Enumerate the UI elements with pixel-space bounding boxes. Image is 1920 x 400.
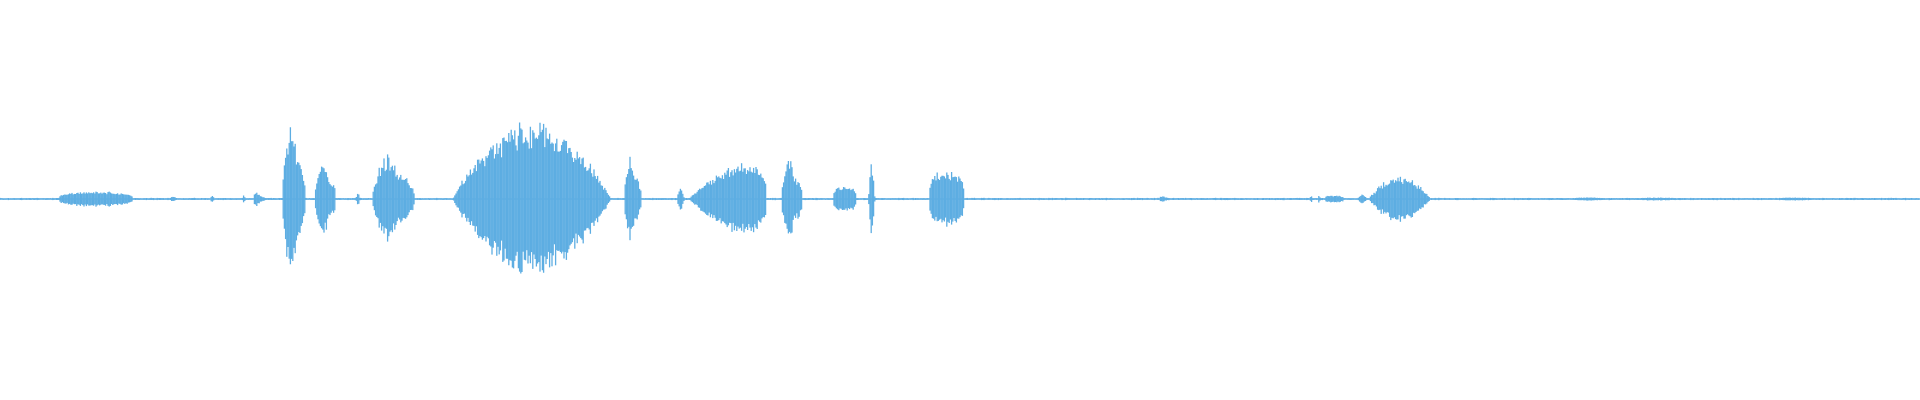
waveform-samples xyxy=(0,122,1920,274)
